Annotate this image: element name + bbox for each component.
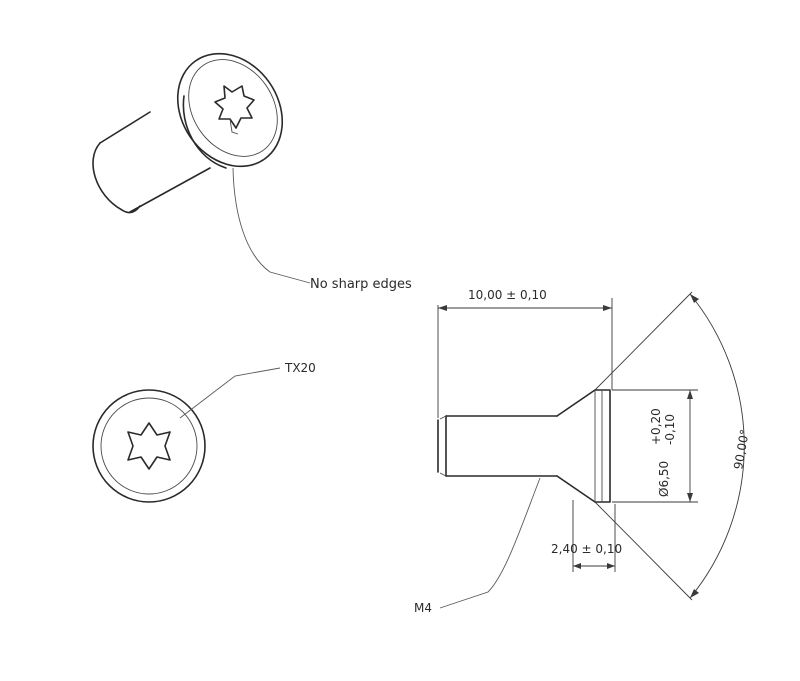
diameter-arrow-top: [687, 390, 693, 399]
no-sharp-edges-label: No sharp edges: [310, 277, 412, 292]
torx-recess-iso: [214, 85, 255, 129]
head-height-extension-lines: [572, 500, 616, 572]
head-height-label: 2,40 ± 0,10: [551, 542, 622, 556]
edges-leader-line: [232, 167, 311, 284]
angle-dimension: 90,00°: [594, 291, 752, 601]
length-arrow-right: [603, 305, 612, 311]
drive-label: TX20: [284, 361, 316, 375]
torx-recess-top: [127, 422, 171, 470]
top-view-inner-circle: [100, 397, 198, 495]
angle-arc: [689, 293, 745, 599]
screw-top-view: [92, 389, 206, 503]
screw-isometric-view: [92, 52, 284, 214]
drive-leader-line: [179, 367, 281, 419]
torx-depth-line: [229, 118, 239, 135]
diameter-label: Ø6,50: [657, 461, 671, 497]
length-extension-lines: [437, 298, 613, 418]
angle-arrow-top: [690, 294, 699, 303]
screw-side-view: [437, 389, 611, 503]
shank-end: [92, 142, 141, 214]
angle-label: 90,00°: [731, 428, 752, 470]
angle-arrow-bottom: [690, 589, 699, 598]
diameter-tol-lower: -0,10: [663, 414, 677, 445]
countersunk-head: [556, 389, 611, 503]
shank-side-lines: [445, 415, 558, 477]
thread-label: M4: [414, 601, 432, 615]
shank-end-lines: [437, 415, 447, 477]
length-dimension: 10,00 ± 0,10: [437, 288, 613, 418]
head-height-arrow-left: [573, 563, 581, 569]
shank-chamfer: [439, 415, 447, 477]
diameter-tol-upper: +0,20: [649, 408, 663, 445]
length-label: 10,00 ± 0,10: [468, 288, 547, 302]
head-inner-rim: [188, 59, 278, 157]
shank-outline: [99, 111, 211, 213]
head-chamfer: [182, 95, 227, 169]
head-outer-rim: [176, 52, 284, 168]
diameter-arrow-bottom: [687, 493, 693, 502]
diameter-text-group: Ø6,50 +0,20 -0,10: [649, 408, 677, 497]
head-height-arrow-right: [607, 563, 615, 569]
thread-leader-line: [439, 477, 541, 609]
diameter-dimension: Ø6,50 +0,20 -0,10: [612, 389, 698, 503]
head-height-dimension: 2,40 ± 0,10: [551, 500, 622, 572]
head-band-lines: [594, 390, 603, 502]
diameter-extension-lines: [612, 389, 698, 503]
length-arrow-left: [438, 305, 447, 311]
top-view-outer-circle: [92, 389, 206, 503]
angle-extension-lines: [594, 291, 693, 601]
